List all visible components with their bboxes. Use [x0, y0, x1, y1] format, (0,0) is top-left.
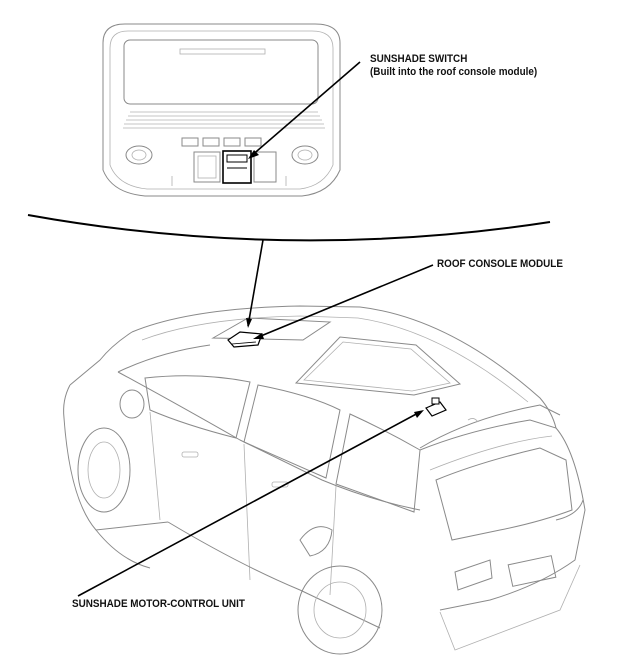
- leader-line-roof-console: [255, 264, 434, 339]
- vehicle-line-art: [63, 305, 586, 655]
- roof-console-inset: [102, 23, 341, 197]
- leader-line-motor-unit: [77, 411, 421, 597]
- sunshade-switch-label: SUNSHADE SWITCH (Built into the roof con…: [370, 53, 537, 79]
- leader-line-console-link: [247, 239, 264, 327]
- leader-line-switch: [249, 61, 361, 158]
- magnifier-arc: [27, 214, 551, 242]
- sunshade-switch-note: (Built into the roof console module): [370, 66, 538, 78]
- sunshade-motor-unit-on-car: [425, 397, 447, 417]
- sunshade-motor-control-unit-label: SUNSHADE MOTOR-CONTROL UNIT: [72, 598, 245, 610]
- sunshade-switch-title: SUNSHADE SWITCH: [370, 53, 468, 65]
- roof-console-module-label: ROOF CONSOLE MODULE: [437, 258, 563, 270]
- sunshade-switch-highlight: [222, 150, 252, 184]
- roof-console-module-on-car: [227, 331, 263, 348]
